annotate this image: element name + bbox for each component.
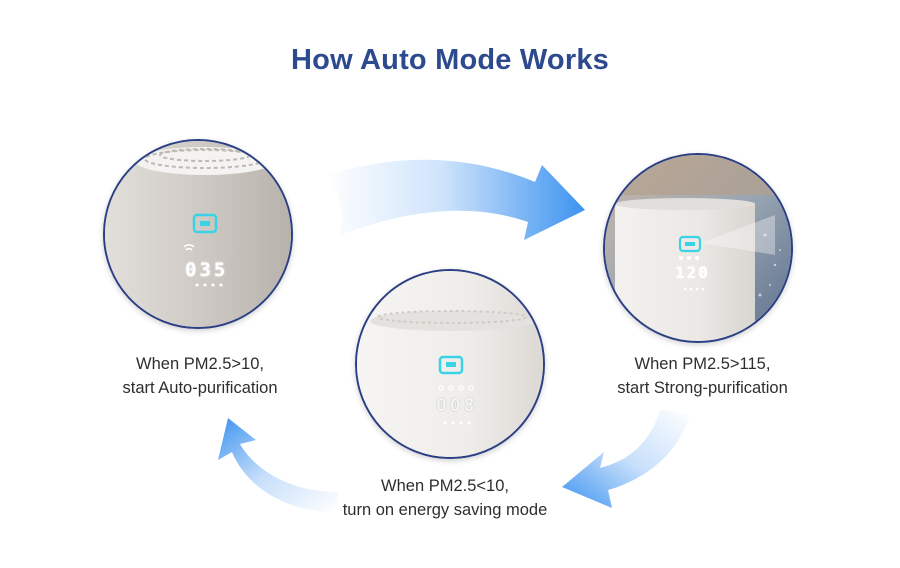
- pm-reading: 008: [436, 395, 478, 416]
- caption-line: start Auto-purification: [95, 376, 305, 400]
- caption-line: When PM2.5>10,: [95, 352, 305, 376]
- purifier-auto-image: 035: [103, 139, 293, 329]
- purifier-strong-image: 120: [603, 153, 793, 343]
- step-energy-saving-caption: When PM2.5<10, turn on energy saving mod…: [310, 474, 580, 522]
- pm-reading: 120: [675, 263, 710, 282]
- caption-line: turn on energy saving mode: [310, 498, 580, 522]
- step-auto-caption: When PM2.5>10, start Auto-purification: [95, 352, 305, 400]
- pm-reading: 035: [185, 259, 228, 281]
- caption-line: start Strong-purification: [590, 376, 815, 400]
- caption-line: When PM2.5<10,: [310, 474, 580, 498]
- arrow-down-left-icon: [562, 410, 690, 508]
- arrow-right-icon: [325, 160, 585, 240]
- purifier-energy-saving-image: 008: [355, 269, 545, 459]
- caption-line: When PM2.5>115,: [590, 352, 815, 376]
- step-strong-caption: When PM2.5>115, start Strong-purificatio…: [590, 352, 815, 400]
